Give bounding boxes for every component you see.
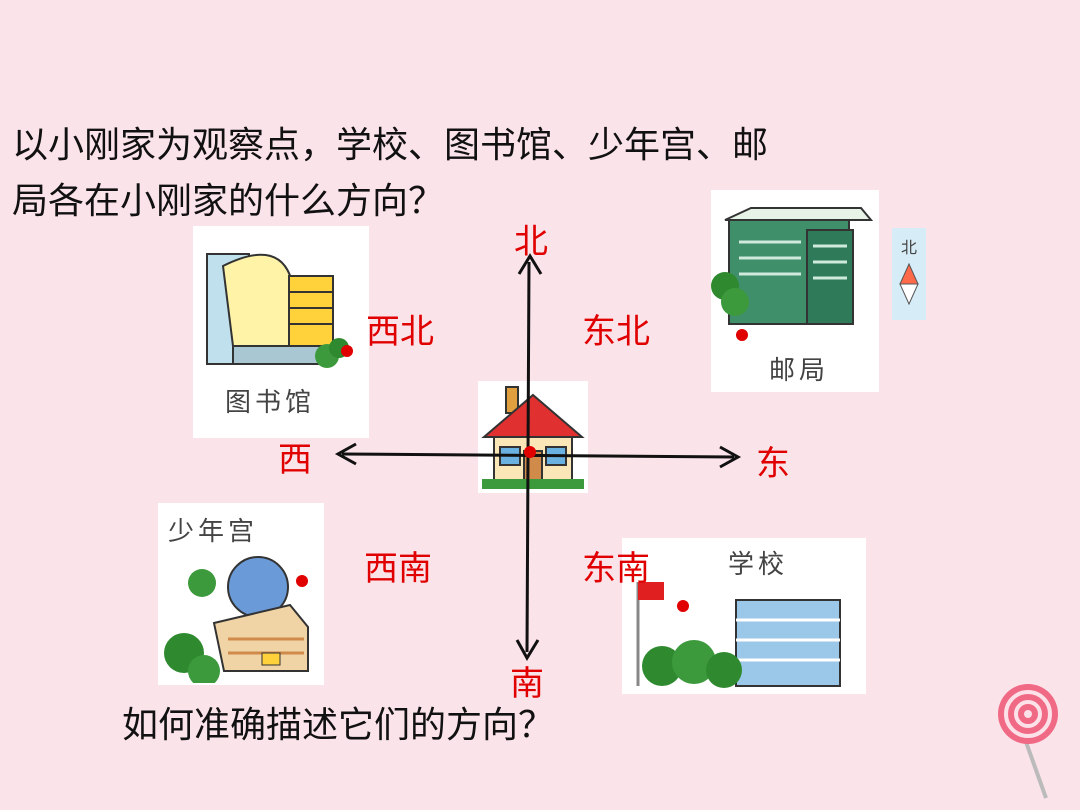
- compass: 北: [892, 228, 926, 320]
- youth-palace-card: 少年宫: [158, 503, 324, 685]
- direction-north: 北: [514, 222, 548, 262]
- post-office-card: 邮局: [711, 190, 879, 392]
- house-icon: [481, 386, 585, 489]
- library-card: 图书馆: [193, 226, 369, 438]
- compass-north-label: 北: [900, 238, 917, 257]
- direction-south: 南: [510, 664, 544, 704]
- home-card: [478, 381, 588, 493]
- east-arrowhead: [719, 445, 742, 469]
- post-office-marker: [736, 329, 748, 341]
- library-marker: [341, 345, 353, 357]
- library-label: 图书馆: [225, 388, 316, 418]
- school-card: 学校: [622, 538, 866, 694]
- question-line-2: 局各在小刚家的什么方向？: [12, 181, 445, 222]
- library-building-icon: [206, 253, 349, 368]
- direction-northeast: 东北: [582, 312, 650, 352]
- post-office-label: 邮局: [769, 356, 830, 386]
- youth-palace-building-icon: [164, 556, 309, 683]
- post-office-building-icon: [711, 207, 874, 325]
- school-label: 学校: [728, 550, 789, 580]
- direction-east: 东: [756, 444, 790, 484]
- direction-northwest: 西北: [366, 312, 434, 352]
- question-line-1: 以小刚家为观察点，学校、图书馆、少年宫、邮: [12, 125, 769, 166]
- school-marker: [677, 600, 689, 612]
- school-building-icon: [636, 582, 841, 688]
- direction-southeast: 东南: [582, 549, 650, 589]
- youth-palace-marker: [296, 575, 308, 587]
- youth-palace-label: 少年宫: [168, 517, 259, 547]
- sub-question-text: 如何准确描述它们的方向？: [122, 705, 555, 746]
- west-arrowhead: [334, 442, 357, 466]
- direction-west: 西: [278, 440, 312, 480]
- direction-southwest: 西南: [364, 549, 432, 589]
- lollipop-icon: [998, 684, 1058, 799]
- question-text: 以小刚家为观察点，学校、图书馆、少年宫、邮 局各在小刚家的什么方向？: [12, 118, 912, 230]
- compass-needle-icon: [899, 262, 919, 306]
